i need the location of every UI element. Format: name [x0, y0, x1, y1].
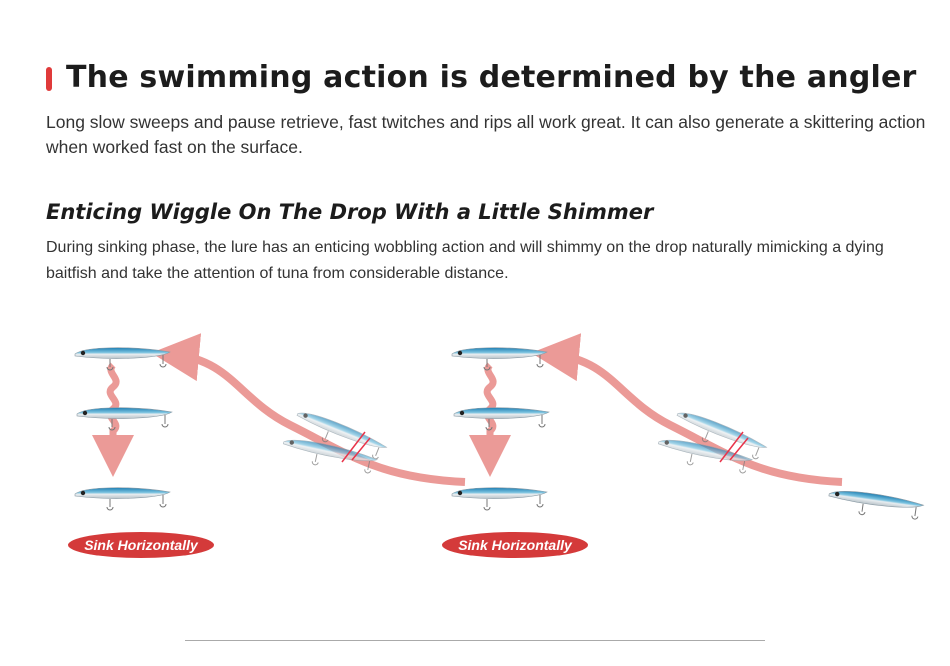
diagram-right: [451, 333, 925, 524]
intro-text: Long slow sweeps and pause retrieve, fas…: [46, 112, 926, 157]
lure-action-diagram: [74, 333, 925, 524]
lure-image: [76, 407, 173, 431]
sink-horizontally-label: Sink Horizontally: [442, 532, 588, 558]
lure-image: [451, 347, 548, 371]
sinking-path-arrow: [92, 362, 134, 477]
page-title: The swimming action is determined by the…: [66, 60, 917, 95]
wobble-arrows: [341, 431, 371, 463]
lure-image: [74, 487, 171, 511]
retrieve-path-arrow: [151, 333, 466, 486]
retrieve-path-arrow: [531, 333, 843, 486]
sink-horizontally-label: Sink Horizontally: [68, 532, 214, 558]
lure-image: [453, 407, 550, 431]
lure-image: [74, 347, 171, 371]
section-subtitle: Enticing Wiggle On The Drop With a Littl…: [46, 200, 654, 224]
heading-accent-bar: [46, 67, 52, 91]
lure-image: [826, 487, 925, 524]
wobble-arrows: [719, 431, 749, 463]
section-description: During sinking phase, the lure has an en…: [46, 239, 884, 282]
diagram-left: [74, 333, 466, 511]
sinking-path-arrow: [469, 362, 511, 477]
divider: [185, 640, 765, 641]
lure-image: [451, 487, 548, 511]
